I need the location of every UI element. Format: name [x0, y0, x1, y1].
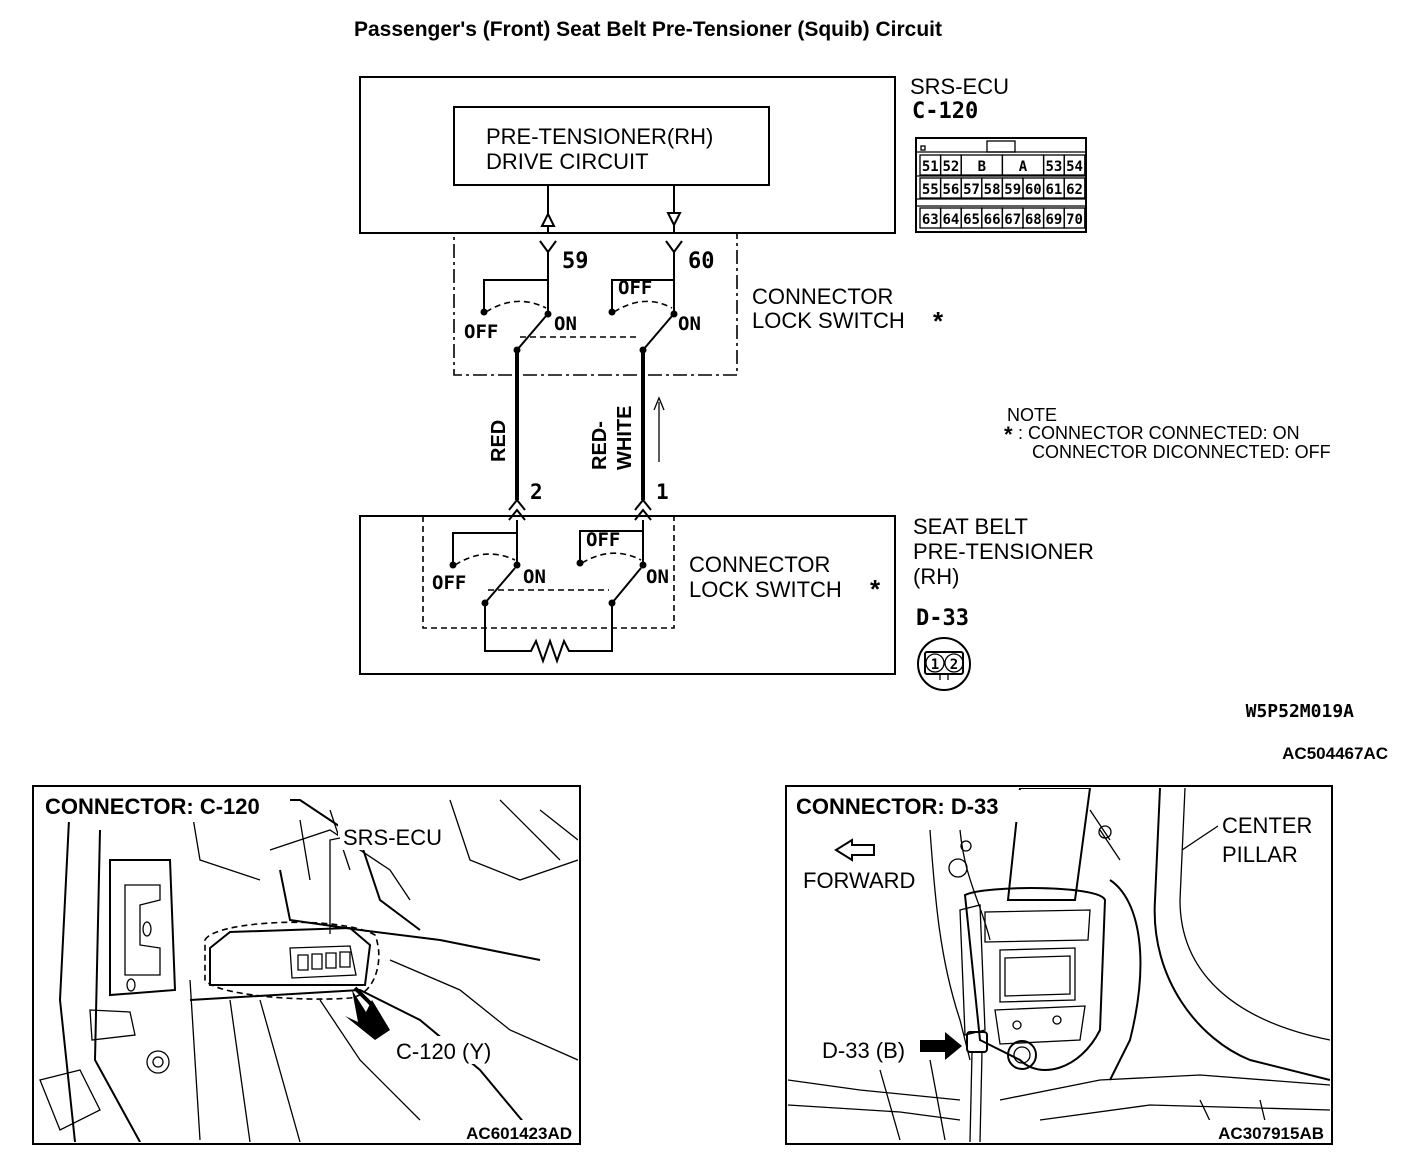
output-arrow-up-icon [540, 211, 556, 227]
squib-resistor [484, 603, 613, 665]
c120-pin-label: 65 [963, 212, 980, 228]
drive-circuit-box [453, 106, 770, 186]
lower-lock-switch-line2: LOCK SWITCH [689, 577, 842, 602]
panel-right-pillar-line2: PILLAR [1222, 842, 1298, 867]
diagram-title: Passenger's (Front) Seat Belt Pre-Tensio… [354, 18, 942, 41]
c120-pin-label: 60 [1025, 182, 1042, 198]
lower-right-off-label: OFF [586, 529, 620, 551]
upper-left-on-label: ON [554, 313, 577, 335]
d33-vehicle-illustration [788, 788, 1330, 1142]
wire-red-white-label-line1: RED- [589, 421, 611, 470]
panel-right-connector-label: D-33 (B) [822, 1038, 905, 1063]
wire-red-label: RED [488, 420, 510, 462]
c120-pin-label: 61 [1045, 182, 1062, 198]
c120-pin-label: 58 [984, 182, 1001, 198]
c120-pin-label: 57 [963, 182, 980, 198]
note-line1: : CONNECTOR CONNECTED: ON [1018, 423, 1300, 443]
terminal-60-label: 60 [688, 249, 715, 274]
c120-pin-label: 59 [1004, 182, 1021, 198]
c120-vehicle-illustration [39, 799, 578, 1142]
reference-code: AC504467AC [1282, 744, 1388, 763]
c120-pointer-arrow-icon [345, 990, 390, 1040]
lower-left-on-label: ON [523, 566, 546, 588]
terminal-59-label: 59 [562, 249, 589, 274]
c120-pin-cell [1063, 177, 1086, 199]
c120-pin-label: A [1019, 159, 1028, 175]
wire-red-white-label-line2: WHITE [614, 406, 636, 470]
pin-1-label: 1 [656, 480, 669, 504]
c120-pin-label: 56 [942, 182, 959, 198]
c120-pin-label: 69 [1045, 212, 1062, 228]
d33-pointer-arrow-icon [920, 1032, 962, 1060]
c120-pin-cell [1063, 207, 1086, 229]
c120-pin-label: 64 [942, 212, 959, 228]
pin-2-label: 2 [530, 480, 543, 504]
output-arrow-down-icon [666, 212, 682, 228]
c120-pin-label: 63 [922, 212, 939, 228]
lower-connector-lock-switch-box [422, 515, 675, 629]
c120-pin-label: 52 [942, 159, 959, 175]
connector-d33-location-panel: CONNECTOR: D-33 FORWARD CENTER PILLAR D-… [785, 785, 1333, 1145]
pretensioner-line1: SEAT BELT [913, 514, 1028, 539]
c120-pin-label: 55 [922, 182, 939, 198]
d33-pin-2: 2 [950, 657, 958, 673]
lower-lock-switch-line1: CONNECTOR [689, 552, 830, 577]
pretensioner-line2: PRE-TENSIONER [913, 539, 1094, 564]
c120-pin-label: 68 [1025, 212, 1042, 228]
terminal-59-fork [539, 240, 557, 254]
upper-left-off-label: OFF [464, 321, 498, 343]
c120-pin-label: 54 [1066, 159, 1083, 175]
note-asterisk: * [1004, 422, 1013, 447]
upper-right-off-label: OFF [618, 277, 652, 299]
c120-pin-label: B [978, 159, 986, 175]
panel-right-code: AC307915AB [1218, 1124, 1324, 1143]
upper-right-on-label: ON [678, 313, 701, 335]
c120-pin-label: 51 [922, 159, 939, 175]
panel-left-ecu-label: SRS-ECU [343, 825, 442, 850]
terminal-60-fork [665, 240, 683, 254]
connector-c120-location-panel: CONNECTOR: C-120 SRS-ECU C-120 (Y) AC601… [32, 785, 581, 1145]
panel-left-code: AC601423AD [466, 1124, 572, 1143]
c120-pin-label: 62 [1066, 182, 1083, 198]
ecu-connector-label: C-120 [912, 99, 978, 124]
c120-pin-label: 67 [1004, 212, 1021, 228]
pretensioner-connector-label: D-33 [916, 606, 969, 631]
c120-pin-label: 53 [1045, 159, 1062, 175]
upper-lock-switch-line1: CONNECTOR [752, 284, 893, 309]
lower-lock-switch-asterisk: * [870, 574, 881, 604]
note-heading: NOTE [1007, 405, 1057, 425]
c120-pin-label: 70 [1066, 212, 1083, 228]
lower-left-off-label: OFF [432, 572, 466, 594]
upper-lock-switch-asterisk: * [933, 306, 944, 336]
note-line2: CONNECTOR DICONNECTED: OFF [1032, 442, 1331, 462]
d33-connector-plug [966, 1031, 988, 1053]
d33-connector-face: 1 2 [917, 637, 971, 691]
srs-ecu-box [359, 76, 896, 234]
retractor-unit [963, 887, 1107, 1071]
panel-right-forward-label: FORWARD [803, 868, 915, 893]
forward-arrow-icon [834, 838, 875, 862]
diagram-code: W5P52M019A [1246, 701, 1355, 722]
panel-left-heading: CONNECTOR: C-120 [45, 794, 260, 819]
panel-right-heading: CONNECTOR: D-33 [796, 794, 999, 819]
d33-pin-1: 1 [931, 657, 939, 673]
lower-right-on-label: ON [646, 566, 669, 588]
c120-pin-label: 66 [984, 212, 1001, 228]
panel-left-connector-label: C-120 (Y) [396, 1039, 491, 1064]
upper-lock-switch-line2: LOCK SWITCH [752, 308, 905, 333]
upper-connector-lock-switch-box [453, 232, 738, 376]
pretensioner-line3: (RH) [913, 564, 959, 589]
drive-circuit-line2: DRIVE CIRCUIT [486, 149, 649, 174]
panel-right-pillar-line1: CENTER [1222, 813, 1312, 838]
drive-circuit-line1: PRE-TENSIONER(RH) [486, 124, 713, 149]
c120-pin-cell [1063, 154, 1086, 176]
ecu-name-label: SRS-ECU [910, 74, 1009, 99]
